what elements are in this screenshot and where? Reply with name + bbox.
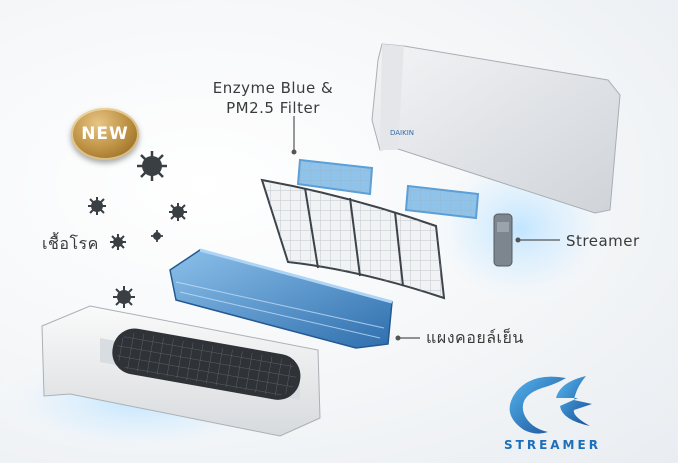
indoor-unit-body [41,305,321,437]
evaporator-coil [169,248,393,349]
air-filter [260,178,446,300]
virus-icon [113,286,135,308]
virus-icon [151,230,163,242]
streamer-logo-text: STREAMER [504,438,601,452]
enzyme-filter-label: Enzyme Blue & PM2.5 Filter [188,78,358,118]
germs-cluster [88,151,187,308]
streamer-label: Streamer [566,232,640,250]
enzyme-label-line2: PM2.5 Filter [226,99,320,117]
front-panel: DAIKIN [371,43,621,214]
streamer-logo-icon [509,376,592,434]
svg-text:DAIKIN: DAIKIN [390,129,414,137]
virus-icon [88,197,106,215]
enzyme-filter-left [296,158,374,196]
virus-icon [169,203,187,221]
enzyme-label-line1: Enzyme Blue & [212,79,334,97]
new-badge: NEW [71,108,139,160]
streamer-unit [493,213,513,267]
enzyme-filter-right [404,184,480,220]
virus-icon [110,234,126,250]
virus-icon [137,151,167,181]
germs-label: เชื้อโรค [42,234,99,253]
leader-lines [291,116,560,341]
coil-label: แผงคอยล์เย็น [426,328,524,347]
